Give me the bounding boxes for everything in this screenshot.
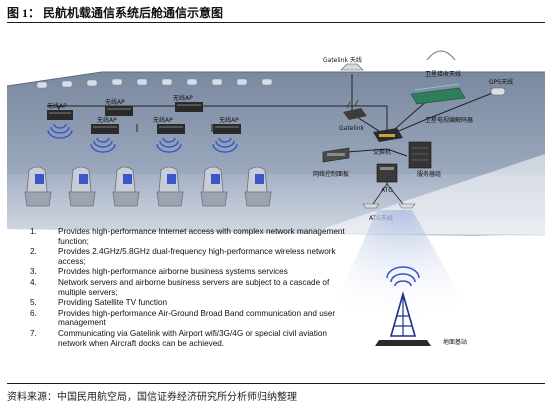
gatelink-label: Gatelink: [339, 125, 365, 132]
feature-item: 6. Provides high-performance Air-Ground B…: [30, 309, 350, 328]
server-group-label: 服务器组: [417, 170, 441, 178]
wifi-ap-label: 无线AP: [47, 102, 67, 110]
wifi-ap-5: 无线AP: [153, 116, 185, 134]
window-strip: [36, 78, 273, 89]
seat-2: [68, 166, 96, 207]
feature-text: Communicating via Gatelink with Airport …: [58, 328, 327, 348]
feature-item: 2. Provides 2.4GHz/5.8GHz dual-frequency …: [30, 247, 350, 266]
wifi-ap-6: 无线AP: [213, 116, 241, 134]
wifi-ap-3: 无线AP: [173, 94, 203, 112]
feature-number: 7.: [30, 328, 37, 338]
gatelink-antenna-label: Gatelink 天线: [323, 56, 362, 64]
feature-text: Providing Satellite TV function: [58, 298, 168, 308]
gps-antenna-label: GPS天线: [489, 78, 513, 86]
cabin-communication-diagram: 无线AP 无线AP 无线AP 无线AP 无线AP 无线AP: [7, 50, 545, 346]
switch-icon: 交换机: [373, 128, 403, 156]
wifi-ap-label: 无线AP: [105, 98, 125, 106]
gatelink-device-icon: Gatelink: [339, 99, 367, 132]
atg-device-icon: ATG: [376, 163, 398, 194]
ground-base-station-icon: 地面基站: [375, 266, 467, 346]
feature-text: Provides high-performance Internet acces…: [58, 227, 345, 246]
switch-label: 交换机: [373, 148, 391, 156]
seat-3: [112, 166, 140, 207]
fuselage-light-wedge: [307, 154, 545, 234]
feature-item: 7. Communicating via Gatelink with Airpor…: [30, 329, 350, 348]
fuselage-top-edge: [7, 71, 545, 87]
ground-base-station-label: 地面基站: [443, 338, 467, 346]
feature-item: 1. Provides high-performance Internet acc…: [30, 227, 350, 246]
seat-5: [200, 166, 228, 207]
source-note: 资料来源：中国民用航空局，国信证券经济研究所分析师归纳整理: [7, 392, 297, 403]
feature-item: 4. Network servers and airborne business …: [30, 278, 350, 297]
gps-antenna-icon: GPS天线: [489, 78, 513, 96]
source-divider: [7, 383, 545, 384]
wifi-ap-4: 无线AP: [91, 116, 119, 134]
wifi-ap-1: 无线AP: [47, 102, 73, 120]
feature-text: Provides high-performance airborne busin…: [58, 267, 288, 277]
passenger-seats: [24, 166, 272, 207]
server-group-icon: 服务器组: [408, 141, 441, 178]
feature-text: Provides 2.4GHz/5.8GHz dual-frequency hi…: [58, 247, 336, 266]
wifi-ap-label: 无线AP: [173, 94, 193, 102]
network-control-panel-label: 网络控制面板: [313, 170, 349, 178]
wifi-ap-label: 无线AP: [219, 116, 239, 124]
seat-1: [24, 166, 52, 207]
satellite-antenna-icon: 卫星接收天线: [425, 50, 461, 78]
network-control-panel-icon: 网络控制面板: [313, 147, 350, 178]
satellite-tv-codec-icon: 卫星电视编解码器: [410, 83, 473, 124]
figure-title: 图 1： 民航机载通信系统后舱通信示意图: [7, 6, 224, 20]
seat-6: [244, 166, 272, 207]
feature-item: 3. Provides high-performance airborne bus…: [30, 267, 350, 277]
atg-label: ATG: [381, 187, 393, 194]
feature-number: 4.: [30, 277, 37, 287]
feature-number: 3.: [30, 267, 37, 277]
feature-text: Network servers and airborne business se…: [58, 277, 330, 297]
seat-4: [156, 166, 184, 207]
feature-number: 2.: [30, 247, 37, 257]
satellite-antenna-label: 卫星接收天线: [425, 70, 461, 78]
wifi-signal-icons: [47, 123, 238, 153]
feature-item: 5. Providing Satellite TV function: [30, 298, 350, 308]
wifi-ap-2: 无线AP: [105, 98, 133, 116]
feature-number: 6.: [30, 308, 37, 318]
satellite-tv-codec-label: 卫星电视编解码器: [425, 116, 473, 124]
wifi-ap-label: 无线AP: [153, 116, 173, 124]
title-divider: [7, 22, 545, 23]
wifi-ap-label: 无线AP: [97, 116, 117, 124]
feature-text: Provides high-performance Air-Ground Bro…: [58, 308, 336, 328]
feature-number: 5.: [30, 298, 37, 308]
feature-number: 1.: [30, 227, 37, 236]
feature-list: 1. Provides high-performance Internet acc…: [30, 227, 350, 349]
gatelink-antenna-icon: Gatelink 天线: [323, 56, 364, 71]
